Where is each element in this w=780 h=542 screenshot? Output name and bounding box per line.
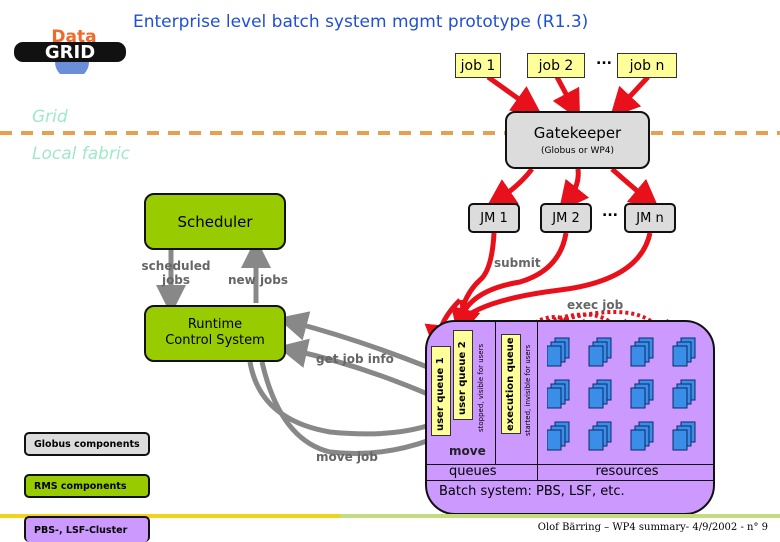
move-job-label: move job xyxy=(316,450,378,464)
resource-node-icon xyxy=(672,379,696,409)
arrow-move-job-2 xyxy=(259,361,431,456)
arrow-gk-jm1 xyxy=(485,167,534,209)
arrow-job1-gk xyxy=(486,74,543,116)
grid-fabric-divider xyxy=(0,131,780,135)
arrow-gk-jmn xyxy=(610,167,660,210)
move-label: move xyxy=(449,444,486,458)
jm-1-box[interactable]: JM 1 xyxy=(468,203,520,233)
batch-system-label: Batch system: PBS, LSF, etc. xyxy=(439,484,625,499)
arrow-exec-job-3 xyxy=(519,310,669,346)
job-n-box[interactable]: job n xyxy=(617,53,677,78)
runtime-control-label: Runtime Control System xyxy=(165,317,265,348)
page-title: Enterprise level batch system mgmt proto… xyxy=(133,12,589,32)
scheduler-label: Scheduler xyxy=(177,213,253,231)
arrow-jm2-submit xyxy=(457,232,569,321)
get-job-info-label: get job info xyxy=(316,352,394,366)
arrow-get-job-info-1 xyxy=(277,311,431,371)
footer-text: Olof Bärring – WP4 summary- 4/9/2002 - n… xyxy=(537,522,768,533)
job-2-box[interactable]: job 2 xyxy=(527,53,585,78)
jm-ellipsis: ... xyxy=(602,204,618,220)
gatekeeper-subtitle: (Globus or WP4) xyxy=(540,146,615,156)
execution-queue[interactable]: execution queue xyxy=(501,334,521,434)
started-note: started, invisible for users xyxy=(524,344,532,436)
datagrid-logo: GRID Data xyxy=(14,27,126,74)
resource-node-icon xyxy=(546,337,570,367)
jm-2-box[interactable]: JM 2 xyxy=(540,203,592,233)
region-local-label: Local fabric xyxy=(32,144,131,164)
region-grid-label: Grid xyxy=(32,107,68,127)
jobs-ellipsis: ... xyxy=(596,52,612,68)
exec-job-label: exec job xyxy=(567,298,624,312)
stopped-note: stopped, visible for users xyxy=(477,343,485,432)
scheduler-box[interactable]: Scheduler xyxy=(144,193,286,250)
resource-node-icon xyxy=(546,379,570,409)
jm-n-box[interactable]: JM n xyxy=(624,203,676,233)
gatekeeper-box[interactable]: Gatekeeper (Globus or WP4) xyxy=(505,111,650,169)
scheduled-jobs-label: scheduled jobs xyxy=(141,259,211,287)
queues-label: queues xyxy=(449,464,497,479)
resource-node-icon xyxy=(588,379,612,409)
user-queue-1[interactable]: user queue 1 xyxy=(431,346,451,436)
legend-pbs-lsf: PBS-, LSF-Cluster xyxy=(24,516,150,542)
arrow-gk-jm2 xyxy=(558,168,590,212)
footer-stripe-yellow xyxy=(0,514,340,518)
submit-label: submit xyxy=(494,256,541,270)
gatekeeper-title: Gatekeeper xyxy=(533,124,622,142)
legend-rms: RMS components xyxy=(24,474,150,498)
user-queue-2[interactable]: user queue 2 xyxy=(453,330,473,420)
logo-data-text: Data xyxy=(51,27,96,47)
resource-node-icon xyxy=(630,421,654,451)
legend-globus: Globus components xyxy=(24,432,150,456)
resource-node-icon xyxy=(588,337,612,367)
footer-stripe-green xyxy=(340,514,780,518)
resources-grid xyxy=(546,334,713,462)
resource-node-icon xyxy=(546,421,570,451)
new-jobs-label: new jobs xyxy=(228,273,289,287)
resource-node-icon xyxy=(672,421,696,451)
runtime-control-box[interactable]: Runtime Control System xyxy=(144,305,286,362)
resource-node-icon xyxy=(630,337,654,367)
resource-node-icon xyxy=(630,379,654,409)
job-1-box[interactable]: job 1 xyxy=(455,53,501,78)
resource-node-icon xyxy=(588,421,612,451)
batch-system-box: queues resources Batch system: PBS, LSF,… xyxy=(425,320,715,515)
arrow-job2-gk xyxy=(552,75,581,121)
resource-node-icon xyxy=(672,337,696,367)
resources-label: resources xyxy=(595,464,659,479)
arrow-jobn-gk xyxy=(609,75,650,118)
logo-grid-text: GRID xyxy=(45,42,95,63)
arrow-move-job-1 xyxy=(247,361,431,437)
